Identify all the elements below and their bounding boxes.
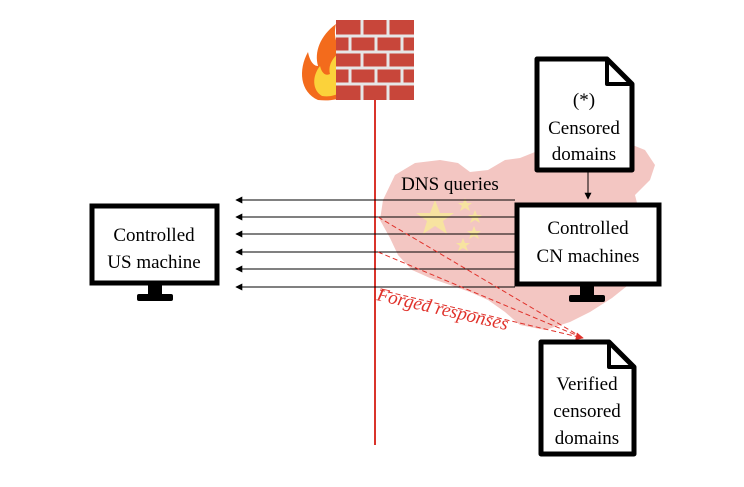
monitor-stand-base: [137, 294, 173, 301]
firewall-icon: [302, 20, 414, 101]
verified-domains-document: Verified censored domains: [538, 339, 637, 457]
forged-response-lines: [377, 216, 584, 341]
document-icon: [534, 56, 635, 173]
doc-bottom-line2: censored: [553, 401, 621, 422]
doc-top-line3: domains: [552, 144, 616, 165]
map-star-small: [456, 238, 470, 251]
doc-bottom-line1: Verified: [556, 374, 618, 395]
document-icon: [538, 339, 637, 457]
monitor-icon: [89, 203, 220, 286]
monitor-stand-base: [569, 295, 605, 302]
monitor-stand-neck: [148, 283, 162, 295]
cn-machine-line2: CN machines: [537, 246, 640, 267]
dns-query-arrows: [235, 196, 515, 291]
us-machine-line2: US machine: [107, 252, 200, 273]
doc-top-line2: Censored: [548, 118, 620, 139]
us-machine-monitor: Controlled US machine: [89, 203, 220, 301]
censored-domains-document: (*) Censored domains: [534, 56, 635, 173]
dns-queries-label: DNS queries: [401, 174, 499, 195]
us-machine-line1: Controlled: [113, 225, 195, 246]
monitor-stand-neck: [580, 284, 594, 296]
cn-machine-monitor: Controlled CN machines: [514, 202, 662, 302]
map-star-small: [458, 198, 472, 211]
brick-wall: [336, 20, 414, 100]
map-star-small: [467, 226, 481, 239]
cn-machine-line1: Controlled: [547, 218, 629, 239]
doc-bottom-line3: domains: [555, 428, 619, 449]
monitor-icon: [514, 202, 662, 287]
doc-top-line1: (*): [573, 90, 595, 111]
brick-mortar: [336, 20, 414, 100]
